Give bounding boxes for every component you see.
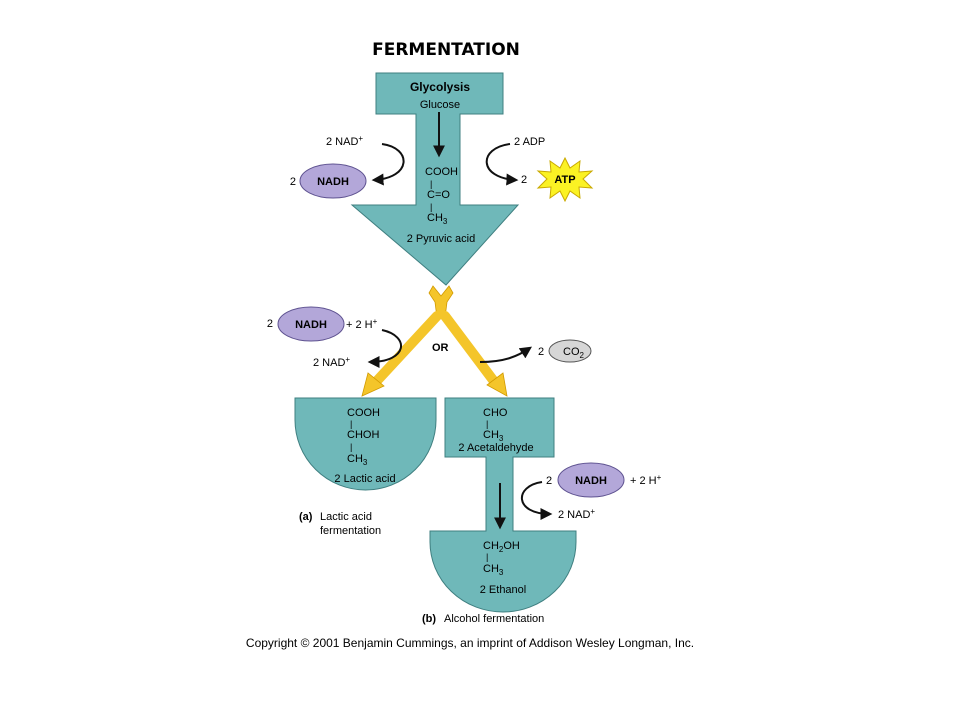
lactic-choh: CHOH	[347, 429, 379, 441]
alcohol-branch-arrow	[440, 311, 501, 389]
lactic-branch-arrowhead	[361, 372, 385, 397]
lactic-nadh-ellipse	[277, 306, 345, 342]
lactic-nad-arrow	[367, 329, 402, 368]
lactic-branch-arrow	[369, 311, 442, 389]
lactic-h-plus: + 2 H+	[346, 317, 378, 331]
co2-ellipse	[548, 339, 592, 363]
alcohol-nadh-coef: 2	[546, 475, 552, 487]
alcohol-caption-letter: (b)	[422, 613, 436, 625]
pyruvate-co: C=O	[427, 189, 450, 201]
lactic-cooh: COOH	[347, 407, 380, 419]
pyruvate-ch3: CH3	[427, 212, 448, 226]
glycolysis-nad-arrow	[371, 143, 405, 186]
atp-burst	[536, 156, 594, 203]
copyright-notice: Copyright © 2001 Benjamin Cummings, an i…	[246, 636, 694, 650]
lactic-acid-label: 2 Lactic acid	[334, 473, 395, 485]
ethanol-ch2oh: CH2OH	[483, 540, 520, 554]
lactic-caption-line1: Lactic acid	[320, 511, 372, 523]
diagram-title: FERMENTATION	[372, 40, 520, 60]
glucose-label: Glucose	[420, 99, 460, 111]
acetaldehyde-cho: CHO	[483, 407, 508, 419]
lactic-caption-line2: fermentation	[320, 525, 381, 537]
glycolysis-nad-label: 2 NAD+	[326, 134, 363, 148]
lactic-acid-bowl	[294, 397, 437, 491]
adp-label: 2 ADP	[514, 136, 545, 148]
glycolysis-nadh-label: NADH	[317, 176, 349, 188]
lactic-bond-1: |	[350, 419, 352, 429]
lactic-nadh-coef: 2	[267, 318, 273, 330]
adp-arrow	[485, 143, 519, 186]
alcohol-nad-out: 2 NAD+	[558, 507, 595, 521]
glycolysis-nadh-coef: 2	[290, 176, 296, 188]
atp-coef: 2	[521, 174, 527, 186]
lactic-nadh-label: NADH	[295, 319, 327, 331]
alcohol-nadh-label: NADH	[575, 475, 607, 487]
or-label: OR	[432, 342, 449, 354]
acetaldehyde-ch3: CH3	[483, 429, 504, 443]
co2-arrow	[479, 346, 532, 363]
alcohol-pathway-shape	[429, 397, 577, 613]
ethanol-bond: |	[486, 552, 488, 562]
atp-label: ATP	[554, 174, 575, 186]
alcohol-nad-arrow	[521, 481, 553, 520]
co2-label: CO2	[563, 346, 585, 360]
pyruvic-acid-label: 2 Pyruvic acid	[407, 233, 475, 245]
pyruvate-cooh: COOH	[425, 166, 458, 178]
ethanol-label: 2 Ethanol	[480, 584, 526, 596]
lactic-ch3: CH3	[347, 453, 368, 467]
branch-stem	[428, 285, 454, 319]
ethanol-ch3: CH3	[483, 563, 504, 577]
lactic-caption-letter: (a)	[299, 511, 313, 523]
lactic-bond-2: |	[350, 442, 352, 452]
alcohol-caption-text: Alcohol fermentation	[444, 613, 544, 625]
alcohol-h-plus: + 2 H+	[630, 473, 662, 487]
alcohol-nadh-ellipse	[557, 462, 625, 498]
glycolysis-heading: Glycolysis	[410, 80, 470, 94]
lactic-nad-out: 2 NAD+	[313, 355, 350, 369]
glycolysis-nadh-ellipse	[299, 163, 367, 199]
acetaldehyde-label: 2 Acetaldehyde	[458, 442, 533, 454]
acetaldehyde-bond: |	[486, 419, 488, 429]
glycolysis-funnel	[350, 72, 520, 286]
co2-coef: 2	[538, 346, 544, 358]
pyruvate-bond-1: |	[430, 179, 432, 189]
pyruvate-bond-2: |	[430, 202, 432, 212]
alcohol-branch-arrowhead	[486, 372, 508, 397]
